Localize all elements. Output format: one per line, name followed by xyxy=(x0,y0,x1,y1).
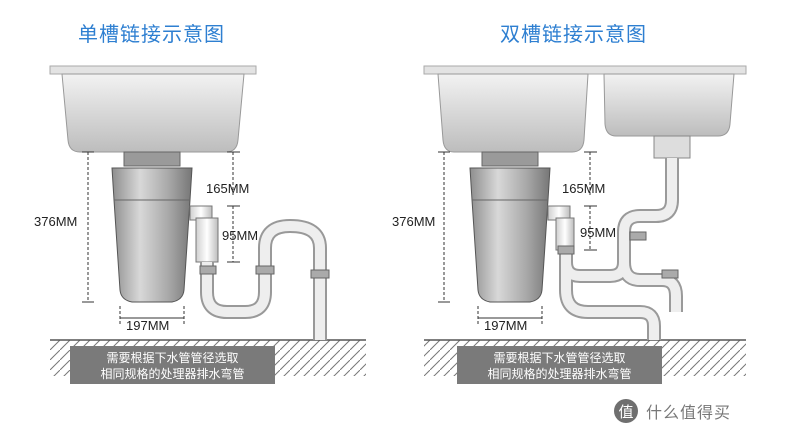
disposer-body xyxy=(469,167,551,303)
dim-width-left: 197MM xyxy=(126,318,169,333)
watermark-text: 什么值得买 xyxy=(646,403,732,422)
disposer-mount xyxy=(481,151,539,167)
note-box xyxy=(457,346,662,384)
dim-outlet-left: 95MM xyxy=(222,228,258,243)
sink-drain xyxy=(653,135,691,159)
single-sink-title: 单槽链接示意图 xyxy=(78,22,225,46)
sink-bowl-left xyxy=(437,73,589,153)
dim-height-total-right: 376MM xyxy=(392,214,435,229)
watermark-logo-icon: 值 xyxy=(614,399,638,423)
note-line-2: 相同规格的处理器排水弯管 xyxy=(487,367,632,381)
watermark: 值 什么值得买 xyxy=(614,398,784,424)
sink-bowl xyxy=(61,73,245,153)
sink-rim xyxy=(423,65,747,75)
note-line-2: 相同规格的处理器排水弯管 xyxy=(100,367,245,381)
double-sink-title: 双槽链接示意图 xyxy=(500,22,647,46)
sink-rim xyxy=(49,65,257,75)
dim-height-upper-left: 165MM xyxy=(206,181,249,196)
dim-width-right: 197MM xyxy=(484,318,527,333)
note-line-1: 需要根据下水管管径选取 xyxy=(493,351,626,365)
dim-outlet-right: 95MM xyxy=(580,225,616,240)
sink-bowl-right xyxy=(603,73,735,137)
single-sink-diagram xyxy=(49,65,366,384)
double-sink-diagram xyxy=(423,65,747,384)
disposer-mount xyxy=(123,151,181,167)
dim-height-upper-right: 165MM xyxy=(562,181,605,196)
dim-height-total-left: 376MM xyxy=(34,214,77,229)
note-line-1: 需要根据下水管管径选取 xyxy=(106,351,239,365)
note-right: 需要根据下水管管径选取 相同规格的处理器排水弯管 xyxy=(457,350,662,382)
disposer-body xyxy=(111,167,193,303)
note-left: 需要根据下水管管径选取 相同规格的处理器排水弯管 xyxy=(70,350,275,382)
note-box xyxy=(70,346,275,384)
